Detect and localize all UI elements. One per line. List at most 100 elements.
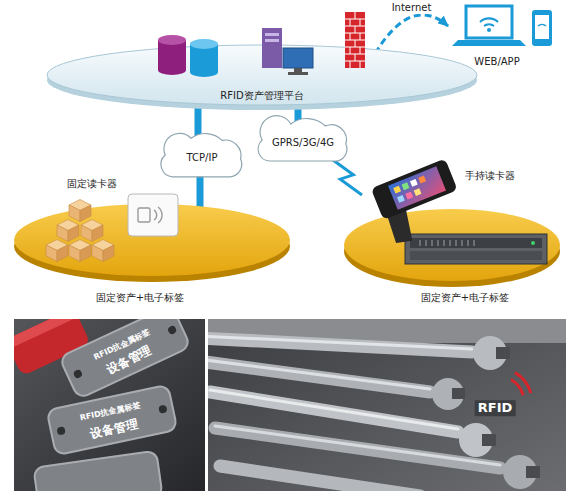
- wrench-set: [208, 336, 472, 349]
- asset-disc-shape: [418, 176, 426, 184]
- asset-disc-shape: [402, 182, 410, 190]
- client-devices-shape: [535, 15, 549, 39]
- asset-disc-shape: [371, 158, 458, 219]
- connector: [375, 15, 448, 54]
- tag-photo: [167, 325, 178, 336]
- client-devices-shape: [480, 18, 498, 26]
- asset-disc-shape: [410, 179, 418, 187]
- node-text: RFID资产管理平台: [220, 90, 303, 102]
- signal-arc: [511, 380, 523, 396]
- wrench-set: [220, 466, 420, 491]
- wrench-set: [215, 428, 500, 468]
- network-cloud: TCP/IP: [156, 130, 248, 182]
- asset-disc-shape: [80, 205, 91, 222]
- asset-disc-shape: [128, 194, 178, 236]
- asset-disc-shape: [154, 207, 162, 223]
- platform-disc-shape: [288, 72, 308, 75]
- client-devices-shape: [532, 10, 552, 46]
- tag-photo: [59, 319, 191, 399]
- tag-photo: [14, 319, 78, 349]
- platform-disc-shape: [190, 67, 218, 77]
- wrench-set: [526, 466, 540, 478]
- platform-disc-shape: [158, 65, 186, 75]
- asset-disc-shape: [46, 245, 57, 262]
- tag-photo: [33, 451, 162, 491]
- asset-disc-shape: [57, 225, 68, 242]
- photo-label: RFID: [475, 400, 516, 416]
- wrench-set: [496, 347, 510, 359]
- asset-disc-shape: [414, 188, 422, 196]
- client-devices-shape: [466, 6, 512, 38]
- wrench-set: [215, 426, 500, 465]
- tag-photo: [158, 404, 167, 413]
- platform-disc-shape: [158, 35, 186, 45]
- tag-photo: [14, 319, 205, 491]
- node-text: 固定读卡器: [67, 178, 117, 190]
- asset-disc-shape: [92, 225, 103, 242]
- wrench-set: [208, 362, 430, 392]
- wrench-set: [208, 338, 472, 352]
- node-text: 固定资产+电子标签: [96, 292, 184, 304]
- asset-disc-shape: [10, 175, 295, 307]
- tag-photo: [47, 385, 178, 456]
- wrench-set: [208, 336, 540, 491]
- platform-disc-shape: [283, 48, 313, 68]
- wrench-photo: [208, 319, 566, 491]
- asset-disc-shape: [103, 245, 114, 262]
- client-devices-shape: [452, 40, 526, 46]
- asset-disc: 手持读卡器固定资产+电子标签: [362, 165, 562, 307]
- asset-disc-shape: [362, 165, 562, 307]
- signal-arc: [515, 373, 531, 394]
- network-cloud-shape: [258, 116, 347, 161]
- asset-disc-shape: [371, 158, 469, 247]
- tag-photo: [33, 451, 162, 491]
- node-text: WEB/APP: [474, 56, 519, 68]
- network-cloud: GPRS/3G/4G: [252, 116, 354, 166]
- asset-disc-shape: [388, 166, 446, 210]
- client-devices-shape: [538, 24, 546, 26]
- connector: [195, 106, 202, 137]
- asset-disc-shape: [531, 241, 535, 245]
- asset-disc-shape: [81, 225, 92, 242]
- platform-disc-shape: [345, 12, 365, 68]
- asset-disc-shape: [405, 192, 413, 200]
- asset-disc-shape: [138, 208, 150, 222]
- wrench-set: [208, 360, 430, 389]
- wrench-set: [452, 388, 465, 399]
- tag-photo: [73, 369, 84, 380]
- asset-disc-shape: [80, 245, 91, 262]
- node-text: GPRS/3G/4G: [272, 137, 334, 149]
- wrench-set: [210, 390, 458, 429]
- platform-disc-shape: [265, 33, 279, 36]
- node-text: TCP/IP: [187, 152, 218, 164]
- client-devices-shape: [487, 28, 491, 32]
- network-cloud-shape: [161, 133, 242, 176]
- connector: [197, 176, 204, 210]
- connector: [332, 159, 362, 195]
- asset-disc: 固定读卡器固定资产+电子标签: [10, 175, 295, 307]
- asset-disc-shape: [69, 245, 80, 262]
- platform-disc: RFID资产管理平台: [45, 40, 480, 110]
- node-text: 固定资产+电子标签: [421, 292, 509, 304]
- platform-disc-shape: [265, 39, 279, 42]
- asset-disc-shape: [344, 209, 560, 281]
- tag-photo: [59, 319, 191, 399]
- asset-disc-shape: [68, 225, 79, 242]
- asset-disc-shape: [410, 251, 542, 260]
- platform-disc-shape: [262, 28, 282, 68]
- wrench-set: [432, 378, 464, 410]
- client-devices: WEB/APP: [448, 0, 562, 72]
- asset-disc-shape: [57, 245, 68, 262]
- asset-disc-shape: [393, 186, 401, 194]
- node-text: 手持读卡器: [465, 170, 515, 182]
- asset-disc-shape: [420, 240, 474, 246]
- wrench-set: [482, 434, 496, 446]
- platform-disc-shape: [345, 12, 365, 68]
- asset-disc-shape: [92, 245, 103, 262]
- asset-disc-shape: [69, 205, 80, 222]
- asset-disc-shape: [410, 238, 542, 248]
- asset-disc-shape: [397, 195, 405, 203]
- asset-disc-shape: [405, 234, 547, 264]
- platform-disc-shape: [190, 39, 218, 49]
- edge-label: Internet: [390, 2, 434, 14]
